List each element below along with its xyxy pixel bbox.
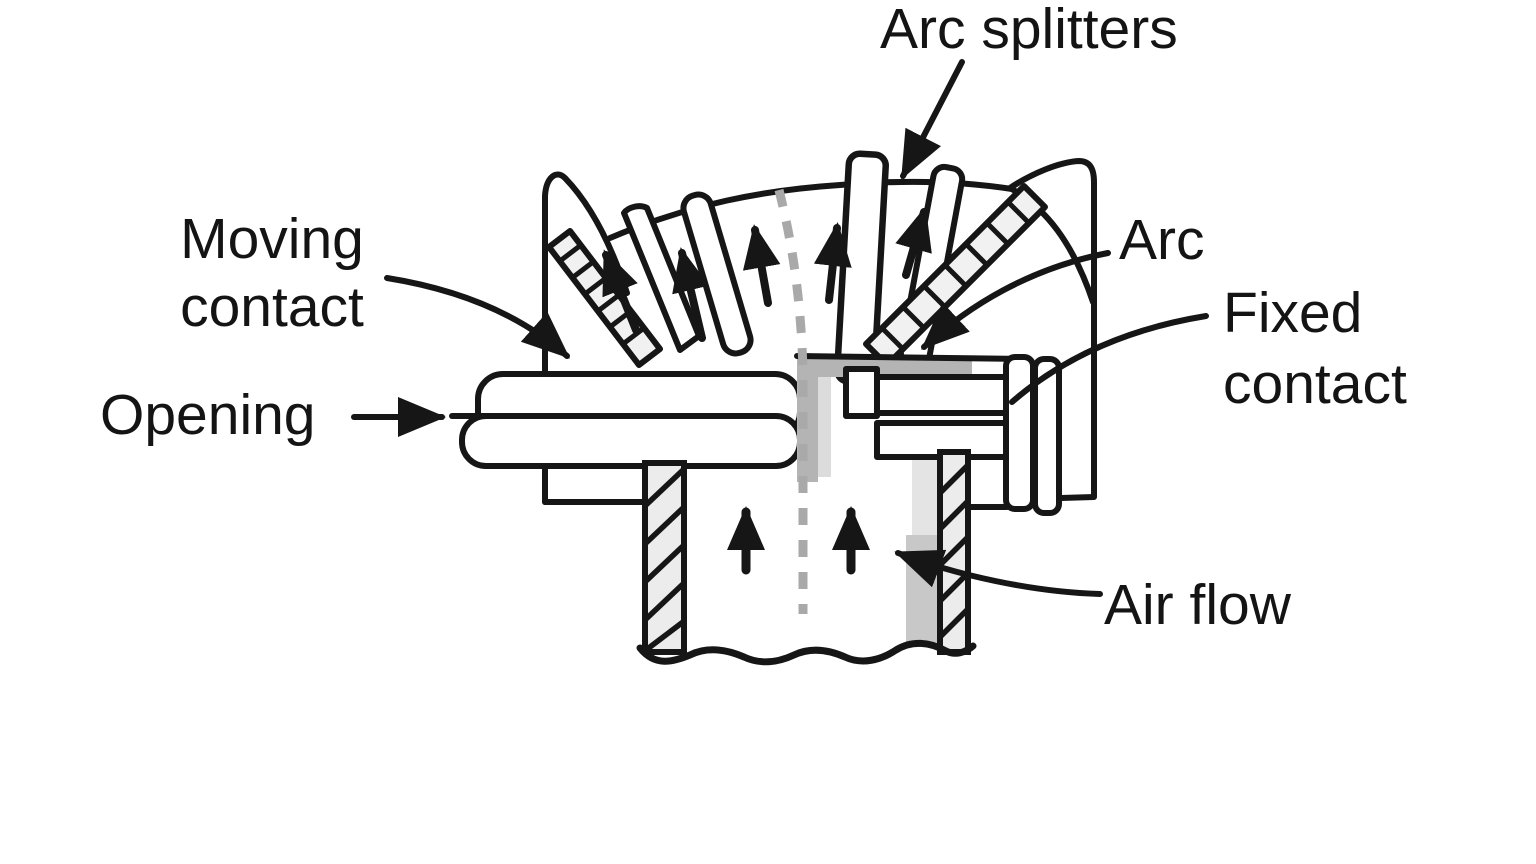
arc-leader-arrow <box>921 250 1111 350</box>
arc-splitter-plate-thin <box>621 203 702 353</box>
arc-splitters-leader-arrow <box>900 59 965 180</box>
fixed-contact-terminal-plate-1 <box>1003 354 1036 512</box>
fixed-contact-label-line1: Fixed <box>1223 281 1362 345</box>
fixed-contact <box>794 353 1062 516</box>
flow-arrow-icon <box>672 247 710 342</box>
fixed-contact-leader-line <box>1009 313 1209 405</box>
arc-splitters-label: Arc splitters <box>880 0 1178 61</box>
moving-contact-leader-arrow <box>384 275 570 359</box>
arc-shade-channel-mid <box>906 535 940 647</box>
arc-shade-inner <box>818 377 831 477</box>
flow-arrow-icon <box>813 222 852 304</box>
arc-splitter-hatched-left <box>546 228 663 368</box>
fixed-contact-bar-upper <box>874 374 1011 416</box>
leader-lines <box>351 59 1209 597</box>
flow-arrow-icon <box>602 249 640 334</box>
air-flow-leader-arrow <box>894 549 1103 597</box>
arc-shade-channel-light <box>912 458 940 538</box>
diagram-labels: Arc splitters Moving contact Opening Arc… <box>100 0 1407 637</box>
channel-wall-left <box>642 460 687 655</box>
fixed-contact-tip <box>843 366 880 419</box>
moving-contact-blade-lower <box>459 413 803 469</box>
arc-label: Arc <box>1119 208 1205 272</box>
channel-break-line-wavy <box>636 639 977 666</box>
arc-path-dashed-line <box>774 188 808 614</box>
channel-wall-right <box>937 449 971 655</box>
fixed-contact-terminal-plate-2 <box>1032 356 1062 516</box>
arc-splitters-group <box>546 150 1048 386</box>
fixed-contact-label-line2: contact <box>1223 352 1407 416</box>
fixed-contact-top-edge <box>794 353 1030 362</box>
arc-splitter-hatched-right <box>863 183 1048 368</box>
air-flow-label: Air flow <box>1104 573 1292 637</box>
chamber-right-wall-and-wing <box>1007 158 1097 501</box>
flow-arrow-icon <box>895 206 932 279</box>
moving-contact-label-line2: contact <box>180 275 364 339</box>
moving-contact-label-line1: Moving <box>180 207 364 271</box>
moving-contact <box>449 371 803 469</box>
channel-flow-arrows <box>727 506 870 575</box>
flow-arrow-icon <box>742 224 781 307</box>
arc-shade-L <box>797 356 972 482</box>
opening-label: Opening <box>100 383 316 447</box>
fan-flow-arrows <box>602 206 932 342</box>
